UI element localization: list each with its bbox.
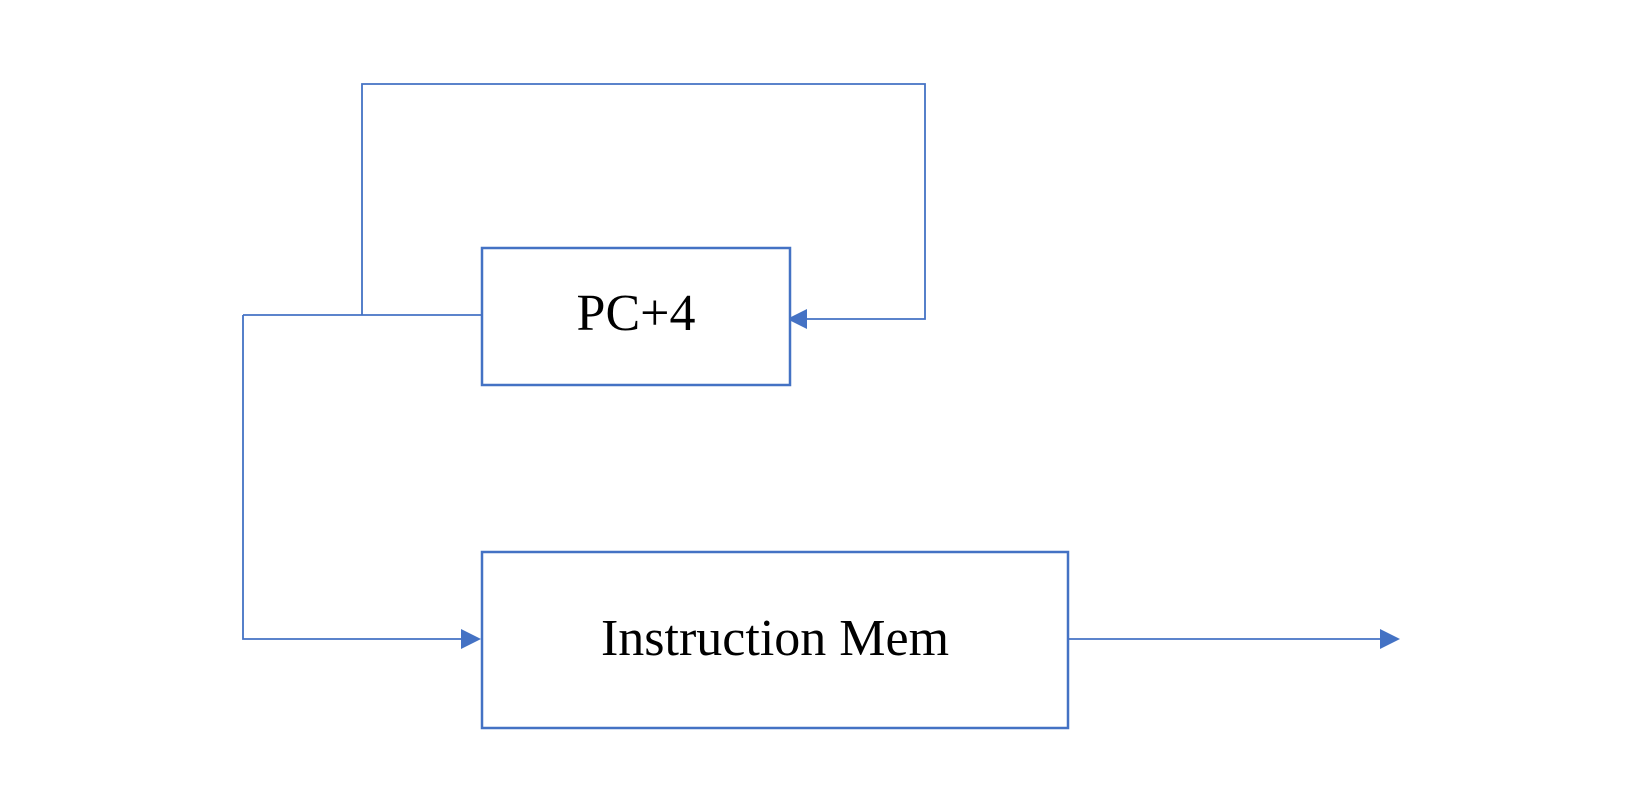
pc-adder-box xyxy=(480,246,792,387)
pc-adder-label: PC+4 xyxy=(577,285,696,342)
pc-adder-block: PC+4 xyxy=(480,246,792,387)
imem-input-arrowhead xyxy=(461,629,481,649)
instruction-memory-label: Instruction Mem xyxy=(601,610,949,667)
instruction-memory-box xyxy=(480,550,1070,730)
pc-feedback-wire xyxy=(361,83,926,320)
pc-to-imem-wire xyxy=(242,315,463,640)
pc-feedback-arrowhead xyxy=(787,309,807,329)
imem-output-arrowhead xyxy=(1380,629,1400,649)
instruction-memory-block: Instruction Mem xyxy=(480,550,1070,730)
